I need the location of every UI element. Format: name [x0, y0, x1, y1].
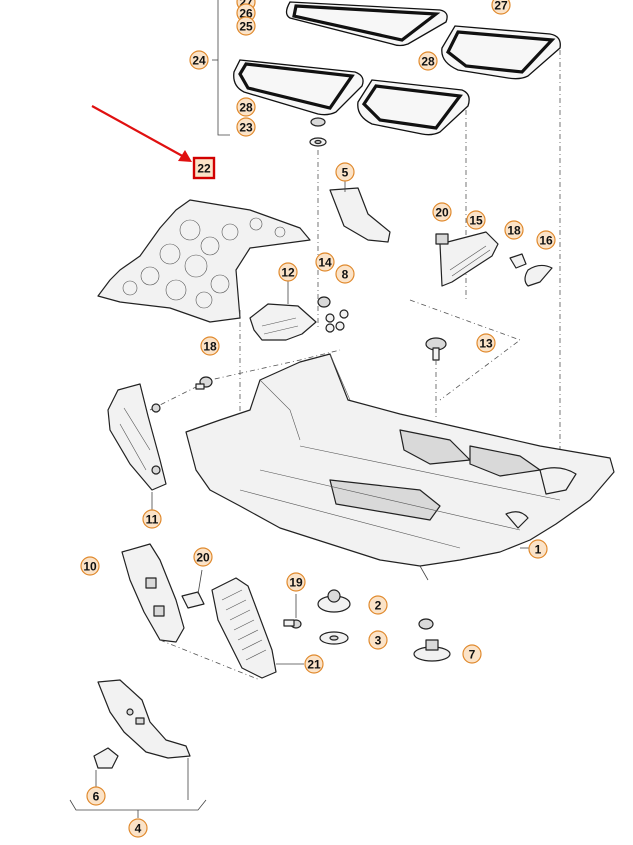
screw-18-left: [195, 376, 213, 390]
callout-label: 20: [435, 206, 449, 220]
callout-18[interactable]: 18: [200, 336, 220, 356]
callout-label: 13: [479, 337, 493, 351]
callout-25[interactable]: 25: [236, 16, 256, 36]
callout-label: 28: [421, 55, 435, 69]
callout-label: 2: [375, 599, 382, 613]
kick-panel-bracket: [69, 799, 207, 811]
fastener-7: [413, 618, 451, 662]
callout-label: 6: [93, 790, 100, 804]
screw-19: [283, 594, 302, 629]
clip-6: [93, 747, 119, 788]
callout-label: 8: [342, 268, 349, 282]
callout-label: 10: [83, 560, 97, 574]
callout-label: 21: [307, 658, 321, 672]
callout-19[interactable]: 19: [286, 572, 306, 592]
callout-label: 16: [539, 234, 553, 248]
callout-label: 19: [289, 576, 303, 590]
callout-label: 22: [197, 162, 211, 176]
callout-label: 11: [146, 513, 159, 527]
callout-2[interactable]: 2: [368, 595, 388, 615]
callout-label: 23: [239, 121, 253, 135]
insulation-mat-22: [97, 199, 311, 323]
screw-13: [425, 337, 447, 361]
clip-20-lower: [181, 569, 205, 609]
callout-27[interactable]: 27: [491, 0, 511, 15]
callout-label: 12: [281, 266, 295, 280]
callout-label: 15: [469, 214, 483, 228]
callout-8[interactable]: 8: [335, 264, 355, 284]
callout-23[interactable]: 23: [236, 117, 256, 137]
callout-label: 24: [192, 54, 206, 68]
floor-mat-rear-right: [357, 79, 470, 136]
bracket-12: [249, 280, 317, 341]
callout-11[interactable]: 11: [142, 509, 162, 529]
callout-24[interactable]: 24: [189, 50, 209, 70]
console-handle-15: [435, 231, 553, 287]
callout-21[interactable]: 21: [304, 654, 324, 674]
callout-12[interactable]: 12: [278, 262, 298, 282]
side-bracket-11: [107, 383, 167, 512]
callout-label: 20: [196, 551, 210, 565]
callout-label: 5: [342, 166, 349, 180]
callout-28[interactable]: 28: [418, 51, 438, 71]
mat-clip: [309, 117, 327, 147]
floor-mat-rear-left: [233, 59, 364, 116]
callout-label: 18: [507, 224, 521, 238]
washer-3: [319, 631, 349, 645]
floor-mat-front-right: [441, 25, 561, 80]
callout-26[interactable]: 26: [236, 3, 256, 23]
callout-4[interactable]: 4: [128, 818, 148, 838]
clip-14: [317, 296, 331, 308]
callout-layer: 2726252724282823225201518161214813181111…: [80, 0, 556, 838]
callout-22-highlighted[interactable]: 22: [192, 156, 216, 180]
callout-6[interactable]: 6: [86, 786, 106, 806]
callout-label: 3: [375, 634, 382, 648]
callout-28[interactable]: 28: [236, 97, 256, 117]
callout-label: 14: [318, 256, 332, 270]
callout-label: 18: [203, 340, 217, 354]
grommet-2: [317, 589, 351, 613]
callout-3[interactable]: 3: [368, 630, 388, 650]
callout-label: 1: [535, 543, 542, 557]
callout-15[interactable]: 15: [466, 210, 486, 230]
callout-label: 28: [239, 101, 253, 115]
callout-5[interactable]: 5: [335, 162, 355, 182]
callout-label: 7: [469, 648, 476, 662]
pedal-pad-21: [211, 577, 304, 679]
side-panel-10: [121, 543, 185, 643]
callout-13[interactable]: 13: [476, 333, 496, 353]
callout-7[interactable]: 7: [462, 644, 482, 664]
callout-14[interactable]: 14: [315, 252, 335, 272]
callout-label: 4: [135, 822, 142, 836]
mats-group-bracket: [217, 0, 230, 136]
kick-panel-4: [97, 679, 191, 759]
callout-1[interactable]: 1: [528, 539, 548, 559]
pillar-trim-5: [329, 180, 391, 243]
floor-carpet-1: [185, 353, 615, 581]
clips-8: [325, 309, 349, 333]
callout-label: 25: [239, 20, 253, 34]
callout-label: 27: [494, 0, 508, 13]
callout-18[interactable]: 18: [504, 220, 524, 240]
callout-16[interactable]: 16: [536, 230, 556, 250]
callout-10[interactable]: 10: [80, 556, 100, 576]
callout-20[interactable]: 20: [432, 202, 452, 222]
highlight-arrow: [91, 105, 192, 162]
callout-20[interactable]: 20: [193, 547, 213, 567]
floor-mat-front-left: [285, 1, 448, 47]
